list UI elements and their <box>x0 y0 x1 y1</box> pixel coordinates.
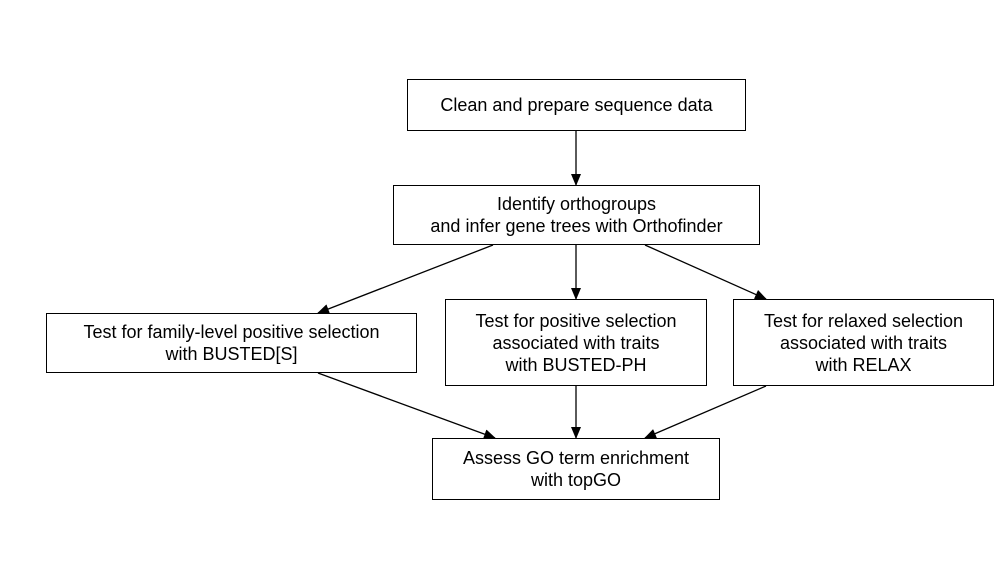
node-relax-line-2: associated with traits <box>779 332 948 353</box>
node-relax: Test for relaxed selection associated wi… <box>733 299 994 386</box>
node-busted-s: Test for family-level positive selection… <box>46 313 417 373</box>
node-busted-ph-line-1: Test for positive selection <box>475 310 677 331</box>
node-go-enrichment-line-1: Assess GO term enrichment <box>462 448 690 468</box>
node-clean-data: Clean and prepare sequence data <box>407 79 746 131</box>
node-orthofinder: Identify orthogroups and infer gene tree… <box>393 185 760 245</box>
node-relax-line-3: with RELAX <box>815 354 912 375</box>
node-orthofinder-line-2: and infer gene trees with Orthofinder <box>430 216 723 236</box>
node-busted-s-line-1: Test for family-level positive selection <box>83 322 380 342</box>
node-orthofinder-line-1: Identify orthogroups <box>496 194 657 214</box>
edge-ortho-to-relax <box>644 244 767 300</box>
node-busted-ph-line-3: with BUSTED-PH <box>505 354 647 375</box>
node-busted-ph-line-2: associated with traits <box>492 332 660 353</box>
node-go-enrichment-line-2: with topGO <box>530 470 622 490</box>
edge-busteds-to-go <box>317 372 496 439</box>
node-busted-ph: Test for positive selection associated w… <box>445 299 707 386</box>
edge-ortho-to-busteds <box>317 244 494 314</box>
node-clean-data-line-1: Clean and prepare sequence data <box>440 95 713 115</box>
edge-relax-to-go <box>644 385 767 439</box>
node-go-enrichment: Assess GO term enrichment with topGO <box>432 438 720 500</box>
node-relax-line-1: Test for relaxed selection <box>763 310 964 331</box>
node-busted-s-line-2: with BUSTED[S] <box>165 344 298 364</box>
